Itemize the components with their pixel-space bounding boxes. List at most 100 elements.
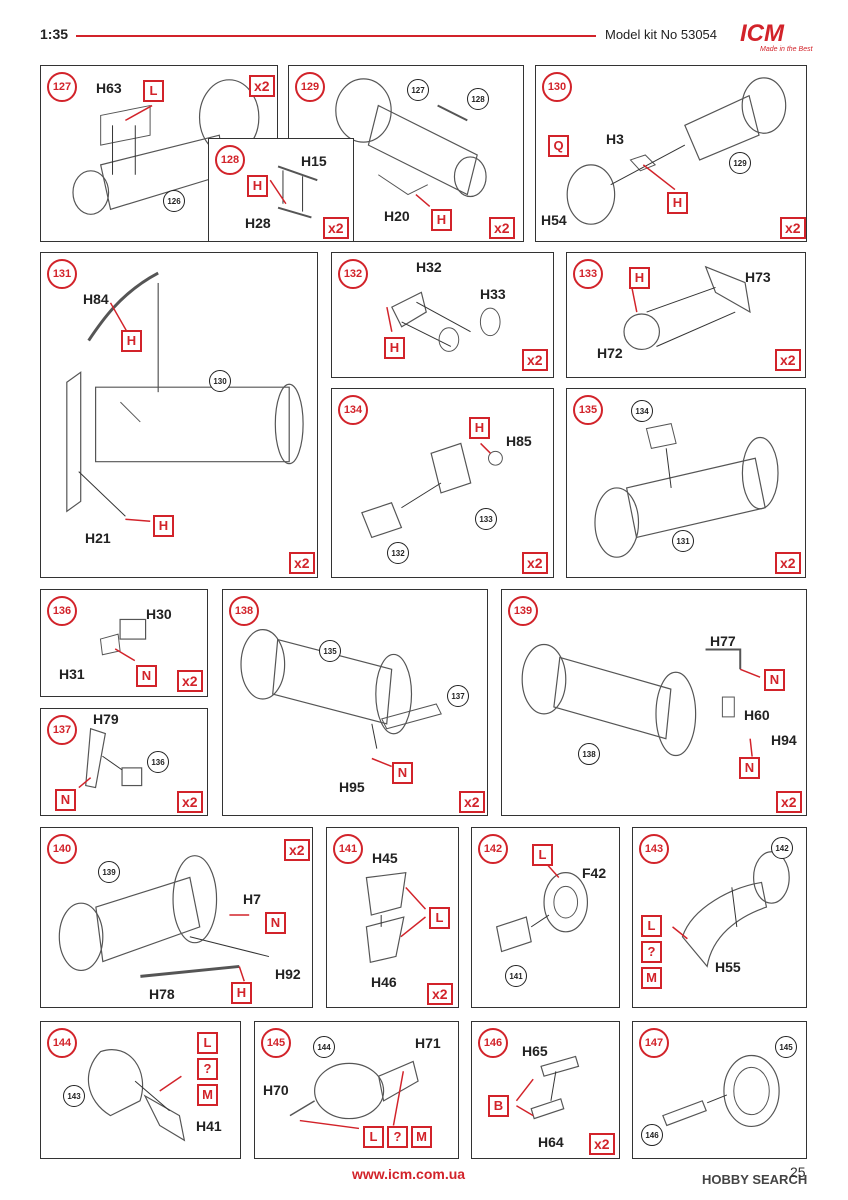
part-label: H71: [415, 1035, 441, 1051]
step-number: 134: [338, 395, 368, 425]
step-number: 135: [573, 395, 603, 425]
step-ref: 130: [209, 370, 231, 392]
step-panel-128: 128 x2 H15 H28 H: [208, 138, 354, 242]
step-panel-134: 134 x2 H85 H 133 132: [331, 388, 554, 578]
step-ref: 138: [578, 743, 600, 765]
color-tag: H: [153, 515, 174, 537]
engine-diagram-135: [594, 423, 779, 558]
step-ref: 133: [475, 508, 497, 530]
engine-diagram-130: [566, 77, 787, 225]
color-tag: H: [431, 209, 452, 231]
quantity-badge: x2: [522, 552, 548, 574]
step-panel-138: 138 x2 H95 N 135 137: [222, 589, 488, 816]
color-tag: H: [247, 175, 268, 197]
color-tag: H: [469, 417, 490, 439]
engine-diagram-137: [78, 727, 143, 789]
step-panel-133: 133 x2 H73 H72 H: [566, 252, 806, 378]
engine-diagram-143: [672, 851, 790, 968]
step-number: 140: [47, 834, 77, 864]
quantity-badge: x2: [459, 791, 485, 813]
step-number: 138: [229, 596, 259, 626]
part-label: H63: [96, 80, 122, 96]
part-label: H32: [416, 259, 442, 275]
step-ref: 128: [467, 88, 489, 110]
engine-diagram-132: [386, 291, 501, 352]
part-label: H7: [243, 891, 261, 907]
step-panel-131: 131 x2 H84 H21 H H 130: [40, 252, 318, 578]
color-tag: M: [411, 1126, 432, 1148]
part-label: H54: [541, 212, 567, 228]
engine-diagram-128: [269, 165, 318, 219]
part-label: H77: [710, 633, 736, 649]
step-ref: 126: [163, 190, 185, 212]
step-number: 144: [47, 1028, 77, 1058]
part-label: H15: [301, 153, 327, 169]
part-label: H94: [771, 732, 797, 748]
part-label: H21: [85, 530, 111, 546]
step-panel-139: 139 x2 H77 H60 H94 N N 138: [501, 589, 807, 816]
step-number: 137: [47, 715, 77, 745]
part-label: H30: [146, 606, 172, 622]
step-number: 128: [215, 145, 245, 175]
engine-diagram-147: [662, 1054, 780, 1128]
website-link[interactable]: www.icm.com.ua: [352, 1166, 466, 1182]
quantity-badge: x2: [489, 217, 515, 239]
part-label: H73: [745, 269, 771, 285]
color-tag: M: [641, 967, 662, 989]
step-number: 132: [338, 259, 368, 289]
engine-diagram-129: [335, 78, 487, 207]
model-kit-number: Model kit No 53054: [605, 27, 718, 42]
part-label: H60: [744, 707, 770, 723]
color-tag: H: [667, 192, 688, 214]
quantity-badge: x2: [522, 349, 548, 371]
page-number: 25: [790, 1164, 806, 1180]
part-label: H70: [263, 1082, 289, 1098]
step-ref: 131: [672, 530, 694, 552]
color-tag: H: [121, 330, 142, 352]
quantity-badge: x2: [323, 217, 349, 239]
quantity-badge: x2: [249, 75, 275, 97]
step-ref: 132: [387, 542, 409, 564]
step-panel-147: 147 145 146: [632, 1021, 807, 1159]
color-tag: N: [739, 757, 760, 779]
step-ref: 136: [147, 751, 169, 773]
color-tag: N: [392, 762, 413, 784]
step-number: 129: [295, 72, 325, 102]
step-number: 147: [639, 1028, 669, 1058]
part-label: H78: [149, 986, 175, 1002]
quantity-badge: x2: [780, 217, 806, 239]
quantity-badge: x2: [775, 552, 801, 574]
color-tag: ?: [387, 1126, 408, 1148]
engine-diagram-141: [365, 872, 427, 964]
color-tag: L: [143, 80, 164, 102]
color-tag: H: [629, 267, 650, 289]
step-panel-146: 146 x2 H65 H64 B: [471, 1021, 620, 1159]
step-panel-141: 141 x2 H45 H46 L: [326, 827, 459, 1008]
step-panel-136: 136 x2 H30 H31 N: [40, 589, 208, 697]
engine-diagram-134: [361, 442, 503, 539]
step-number: 133: [573, 259, 603, 289]
step-ref: 127: [407, 79, 429, 101]
engine-diagram-136: [99, 618, 147, 662]
color-tag: Q: [548, 135, 569, 157]
color-tag: L: [197, 1032, 218, 1054]
color-tag: M: [197, 1084, 218, 1106]
color-tag: H: [384, 337, 405, 359]
step-ref: 146: [641, 1124, 663, 1146]
header-rule: [76, 35, 596, 37]
quantity-badge: x2: [177, 791, 203, 813]
step-ref: 135: [319, 640, 341, 662]
step-number: 145: [261, 1028, 291, 1058]
watermark: HOBBY SEARCH: [702, 1172, 808, 1187]
step-number: 130: [542, 72, 572, 102]
step-panel-137: 137 x2 H79 N 136: [40, 708, 208, 816]
page-scale: 1:35: [40, 26, 69, 42]
part-label: H65: [522, 1043, 548, 1059]
part-label: H3: [606, 131, 624, 147]
quantity-badge: x2: [427, 983, 453, 1005]
step-ref: 139: [98, 861, 120, 883]
step-number: 141: [333, 834, 363, 864]
engine-diagram-138: [240, 629, 442, 768]
step-ref: 134: [631, 400, 653, 422]
quantity-badge: x2: [284, 839, 310, 861]
